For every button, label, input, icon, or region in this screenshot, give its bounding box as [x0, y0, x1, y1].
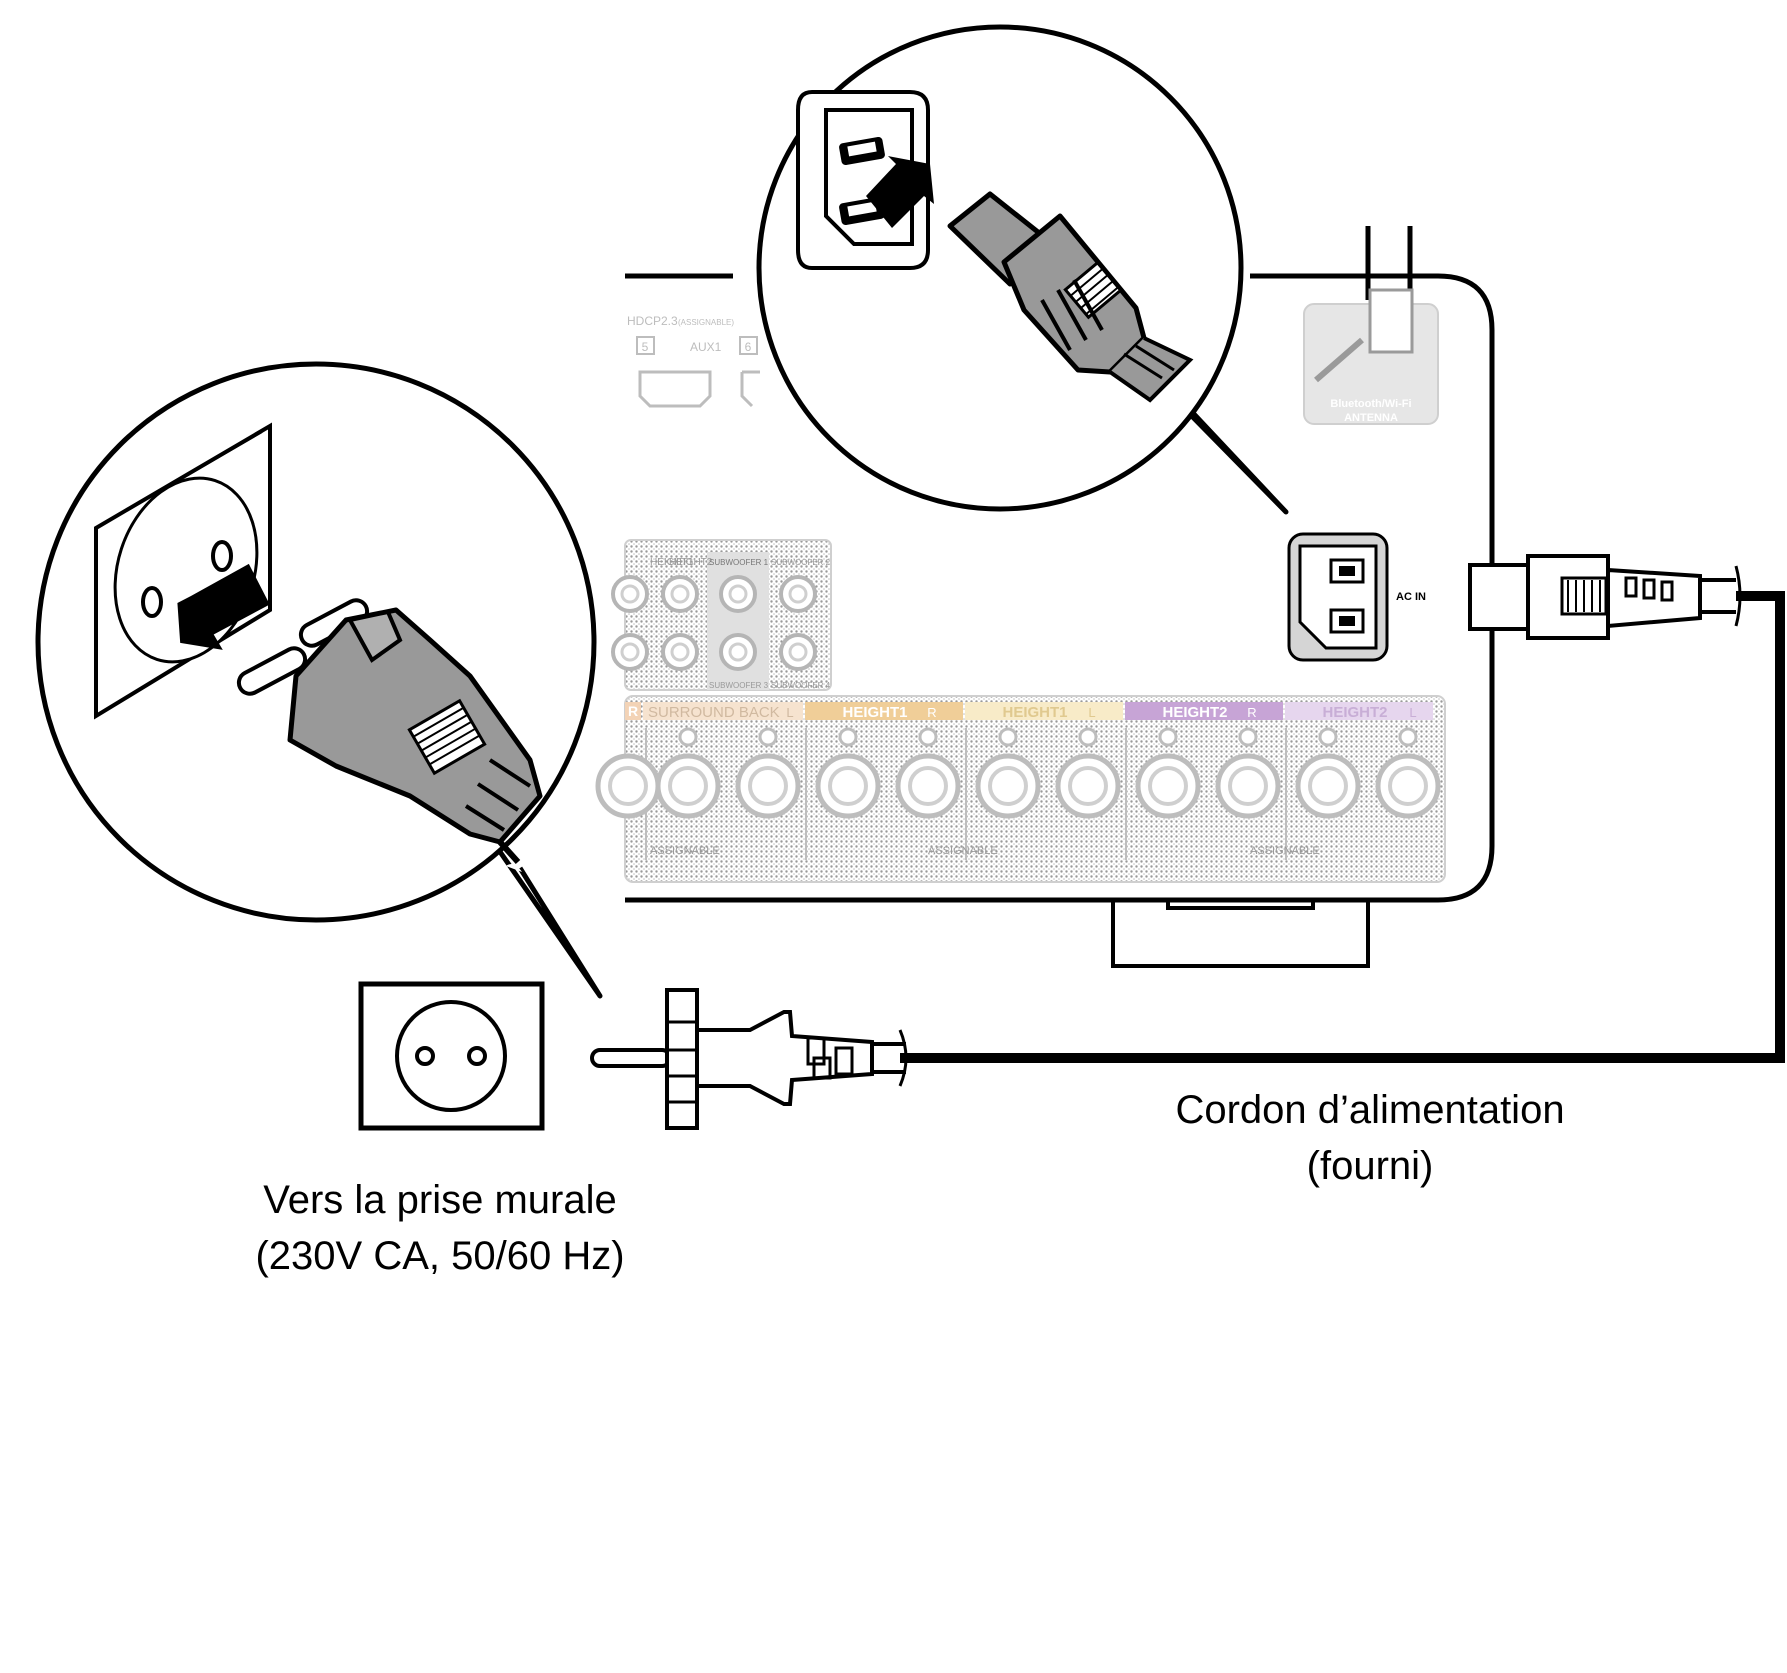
preout-label-height1: HEIGHT1	[650, 557, 694, 568]
speaker-label-height1-l: HEIGHT1	[1002, 704, 1067, 721]
preout-label-sub4: SUBWOOFER 4	[771, 681, 831, 690]
hdmi-number-6: 6	[745, 340, 752, 354]
speaker-label-surround-back: SURROUND BACK	[648, 704, 780, 721]
outlet-caption-line2: (230V CA, 50/60 Hz)	[255, 1234, 625, 1278]
speaker-label-r0: R	[628, 703, 638, 719]
hdmi-number-5: 5	[642, 340, 649, 354]
cord-caption-line2: (fourni)	[1306, 1144, 1434, 1188]
cord-caption: Cordon d’alimentation (fourni)	[1080, 1082, 1660, 1194]
euro-plug	[590, 988, 908, 1130]
hdmi-port-5	[638, 370, 712, 408]
speaker-label-height1-r: HEIGHT1	[842, 704, 907, 721]
antenna-label-line1: Bluetooth/Wi-Fi	[1330, 398, 1411, 410]
preout-label-height2: HEIGHT2	[669, 557, 713, 568]
speaker-terminal-block: R SURROUND BACK L HEIGHT1 R HEIGHT1 L HE…	[595, 695, 1446, 883]
callout-wall-socket	[35, 361, 603, 999]
antenna-label-line2: ANTENNA	[1344, 412, 1398, 424]
assignable-label-3: ASSIGNABLE	[1250, 845, 1320, 857]
ac-in-inlet: AC IN	[1287, 532, 1426, 662]
preout-label-sub3: SUBWOOFER 3	[709, 681, 769, 690]
receiver-rear-panel: Bluetooth/Wi-Fi ANTENNA HDCP2.3 (ASSIGNA…	[595, 226, 1495, 968]
outlet-caption-line1: Vers la prise murale	[263, 1178, 617, 1222]
wall-outlet	[358, 981, 545, 1131]
insert-arrow-icon-2	[866, 156, 934, 228]
receiver-foot	[1111, 900, 1370, 968]
speaker-side-height2-l: L	[1409, 705, 1416, 720]
cord-caption-line1: Cordon d’alimentation	[1175, 1088, 1565, 1132]
hdcp-assignable: (ASSIGNABLE)	[678, 318, 734, 327]
power-cord	[900, 591, 1785, 1063]
hdcp-label: HDCP2.3	[627, 314, 678, 328]
insert-arrow-icon	[177, 563, 270, 650]
speaker-side-height1-l: L	[1088, 705, 1095, 720]
assignable-label-1: ASSIGNABLE	[650, 845, 720, 857]
hdmi-port-6	[740, 370, 760, 408]
preout-label-sub1: SUBWOOFER 1	[709, 558, 769, 567]
speaker-label-height2-l: HEIGHT2	[1322, 704, 1387, 721]
outlet-caption: Vers la prise murale (230V CA, 50/60 Hz)	[160, 1172, 720, 1284]
callout-ac-inlet	[756, 24, 1289, 515]
speaker-side-height1-r: R	[927, 705, 936, 720]
speaker-side-height2-r: R	[1247, 705, 1256, 720]
ac-in-label: AC IN	[1396, 591, 1426, 603]
preout-block: HEIGHT1 HEIGHT2 SUBWOOFER 1 SUBWOOFER 2 …	[611, 539, 832, 691]
antenna: Bluetooth/Wi-Fi ANTENNA	[1303, 226, 1439, 425]
preout-label-sub2: SUBWOOFER 2	[771, 558, 831, 567]
speaker-side-surround-back: L	[786, 705, 793, 720]
speaker-label-height2-r: HEIGHT2	[1162, 704, 1227, 721]
assignable-label-2: ASSIGNABLE	[928, 845, 998, 857]
aux1-label: AUX1	[690, 340, 722, 354]
hdmi-section: HDCP2.3 (ASSIGNABLE) 5 AUX1 6	[627, 314, 760, 408]
iec-plug	[1468, 554, 1742, 640]
